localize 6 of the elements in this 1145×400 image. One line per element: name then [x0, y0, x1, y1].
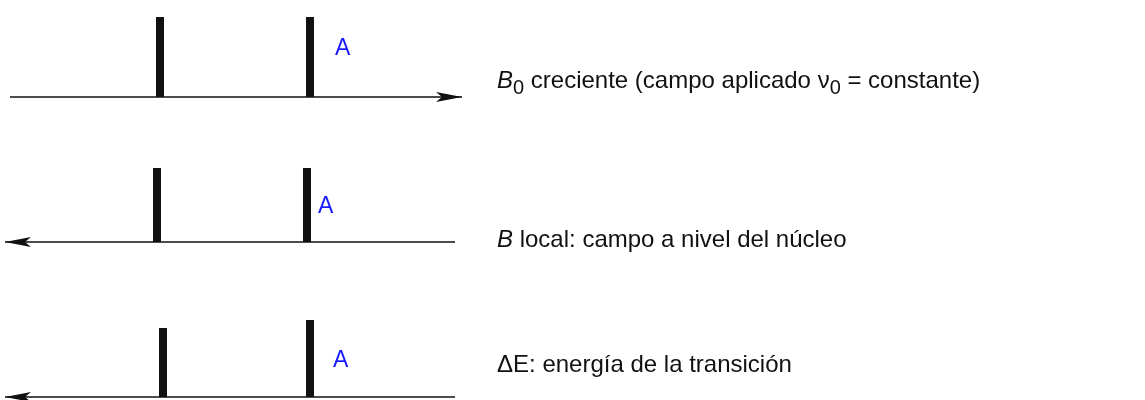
- axis-caption: ΔE: energía de la transición: [497, 352, 792, 376]
- peak-label: A: [333, 348, 349, 371]
- axis-caption: B local: campo a nivel del núcleo: [497, 227, 847, 251]
- axis-caption: B$_{0}$ creciente (campo aplicado ν$_{0}$ = constante): [497, 68, 981, 97]
- peak-label: A: [318, 194, 334, 217]
- peak-label: A: [335, 36, 351, 59]
